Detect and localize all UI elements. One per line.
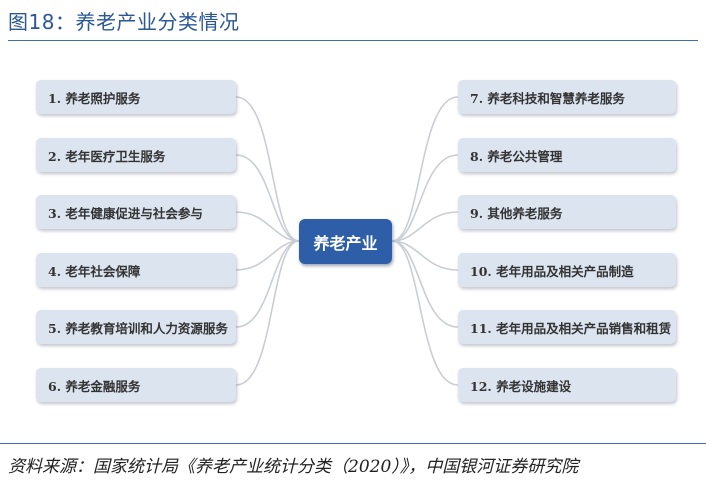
connector-left-4 (235, 240, 300, 271)
title-divider (8, 40, 698, 41)
connector-left-2 (235, 154, 300, 242)
source-note: 资料来源：国家统计局《养老产业统计分类（2020）》，中国银河证券研究院 (8, 457, 579, 477)
connector-right-11 (391, 240, 459, 328)
connector-left-1 (235, 96, 300, 242)
category-node-11: 11. 老年用品及相关产品销售和租赁 (458, 310, 676, 344)
category-node-2: 2. 老年医疗卫生服务 (36, 138, 236, 172)
connector-right-10 (391, 240, 459, 271)
category-node-12: 12. 养老设施建设 (458, 368, 676, 402)
connector-left-5 (235, 240, 300, 328)
figure-title: 图18：养老产业分类情况 (8, 10, 240, 34)
center-node: 养老产业 (299, 219, 392, 264)
category-node-3: 3. 老年健康促进与社会参与 (36, 195, 236, 229)
connector-right-9 (391, 211, 459, 242)
connector-left-6 (235, 240, 300, 386)
connector-left-3 (235, 211, 300, 242)
category-node-4: 4. 老年社会保障 (36, 253, 236, 287)
category-node-6: 6. 养老金融服务 (36, 368, 236, 402)
connector-right-8 (391, 154, 459, 242)
connector-right-12 (391, 240, 459, 386)
source-divider (0, 443, 706, 444)
connector-right-7 (391, 96, 459, 242)
category-node-5: 5. 养老教育培训和人力资源服务 (36, 310, 236, 344)
category-node-8: 8. 养老公共管理 (458, 138, 676, 172)
category-node-7: 7. 养老科技和智慧养老服务 (458, 80, 676, 114)
category-node-1: 1. 养老照护服务 (36, 80, 236, 114)
category-node-9: 9. 其他养老服务 (458, 195, 676, 229)
category-node-10: 10. 老年用品及相关产品制造 (458, 253, 676, 287)
